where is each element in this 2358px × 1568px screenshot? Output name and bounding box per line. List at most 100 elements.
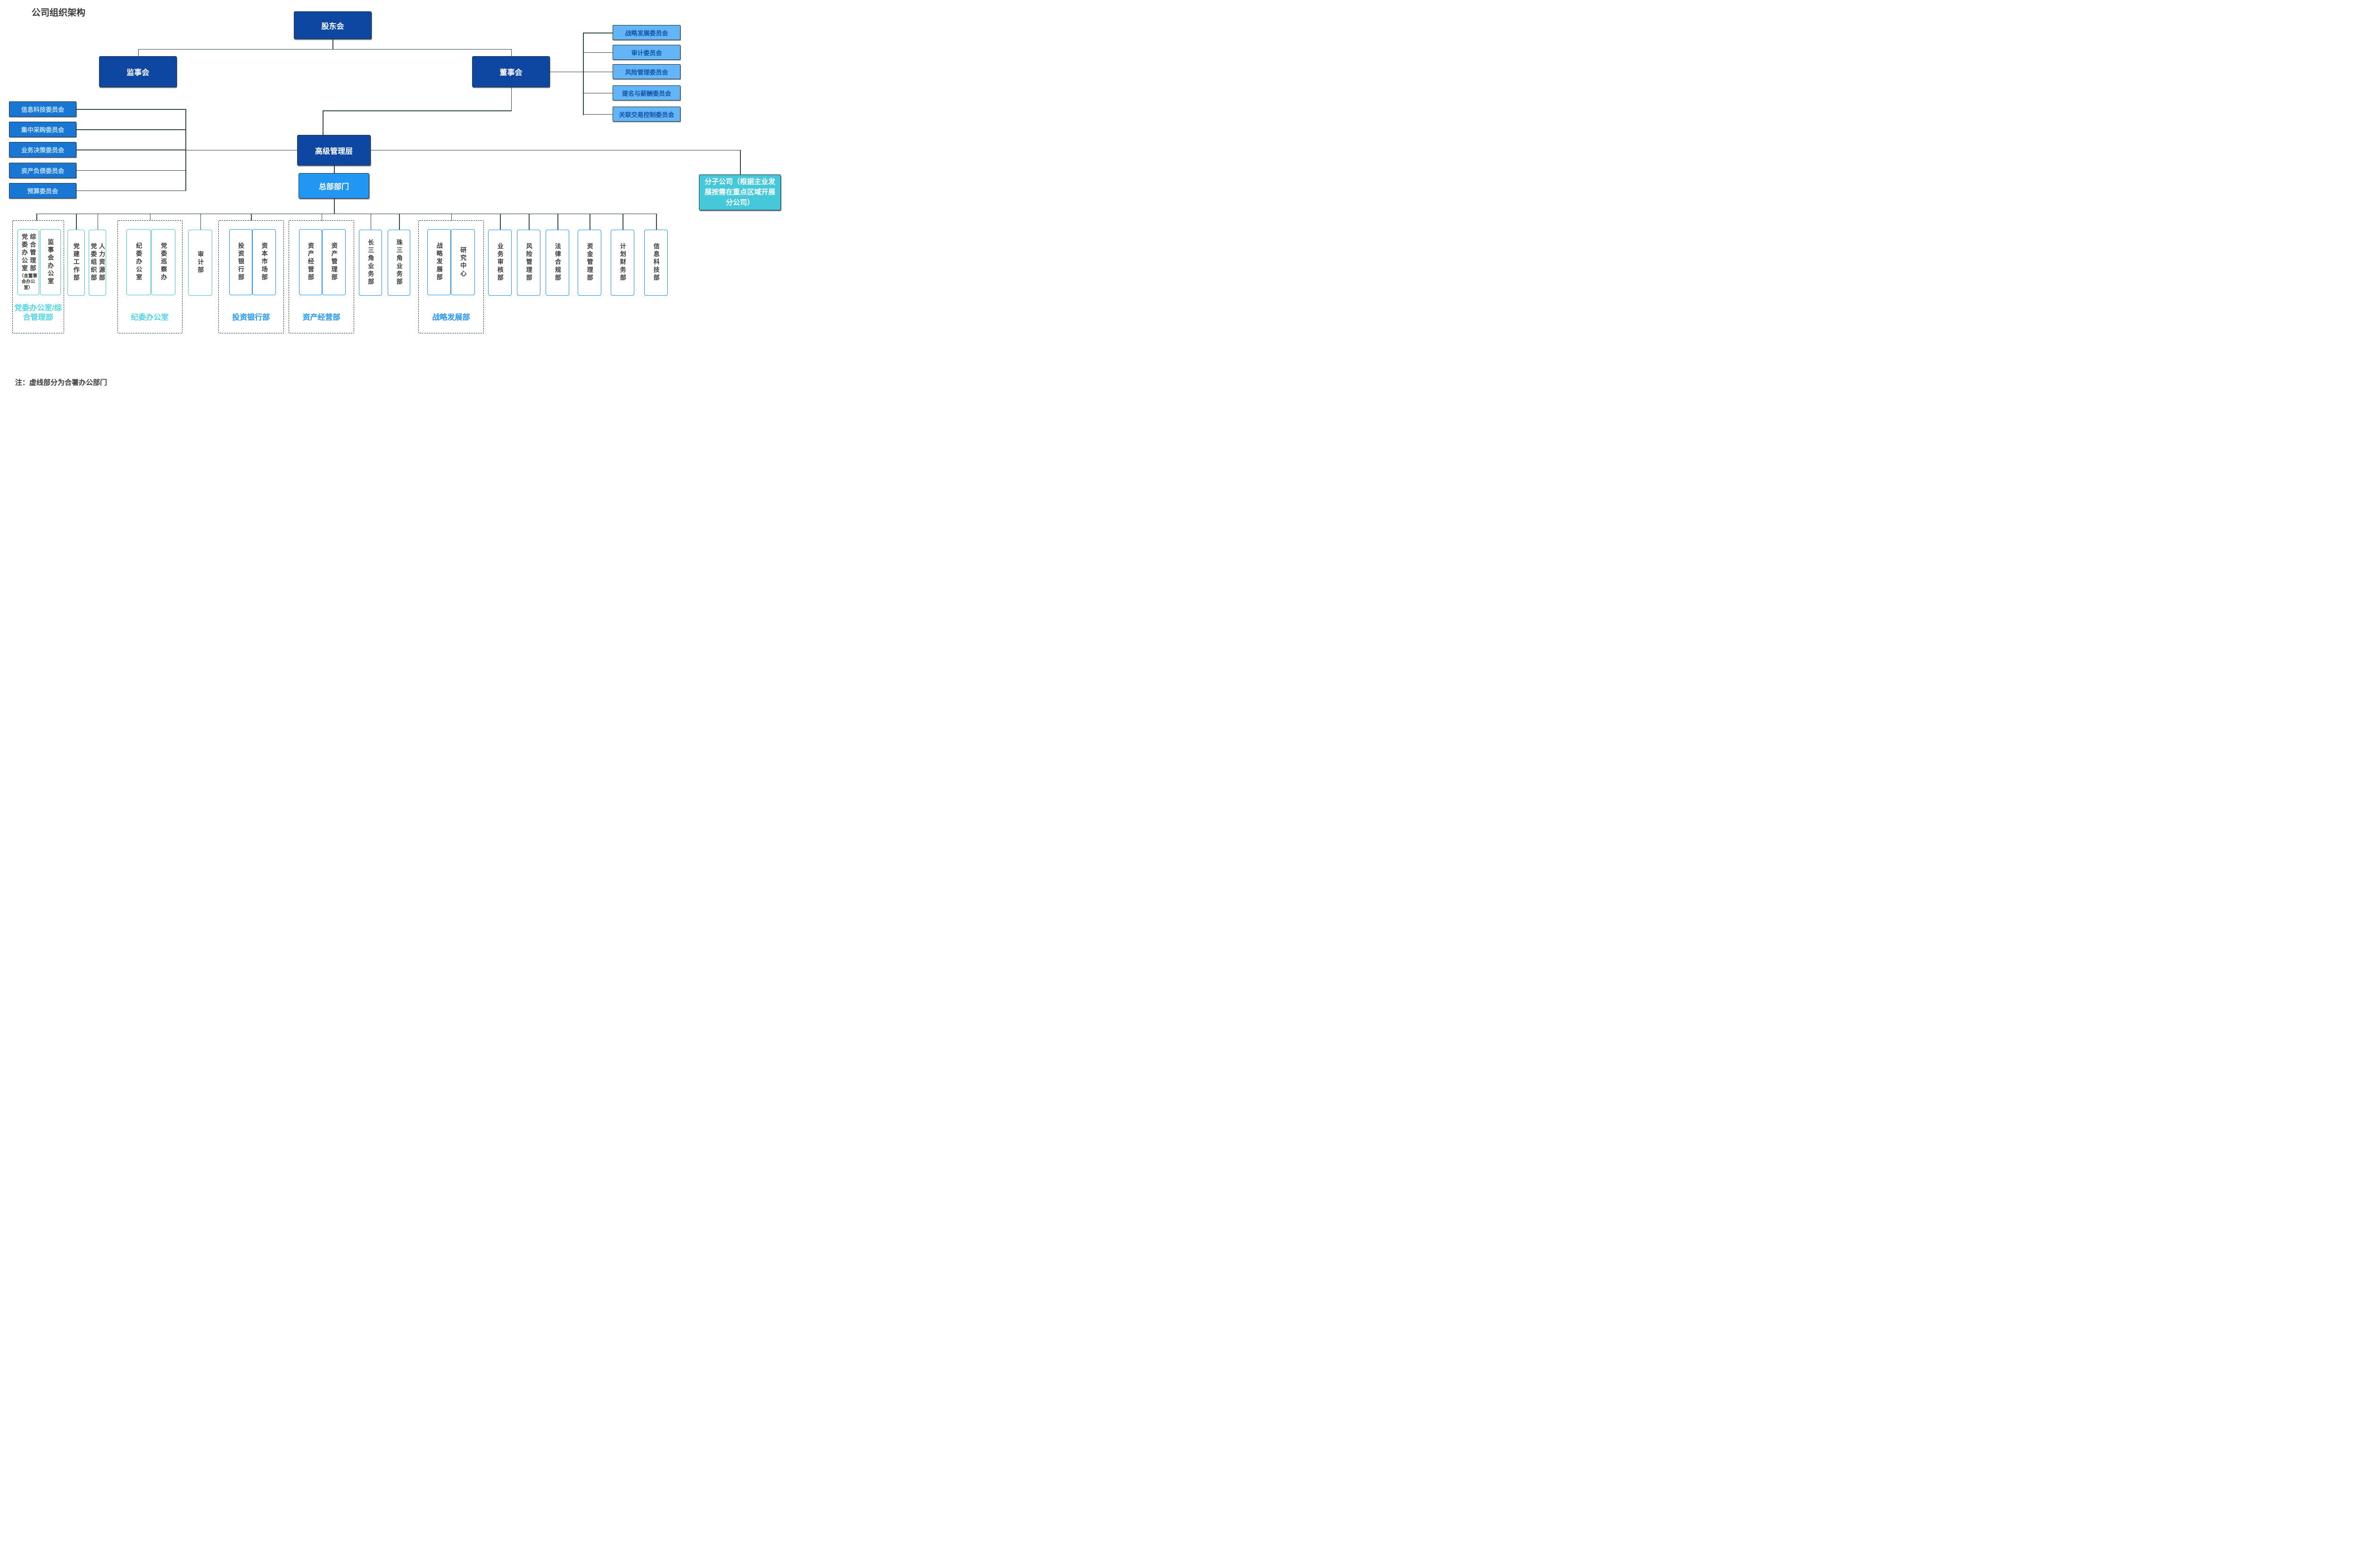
dept-label: 资金管理部: [586, 243, 593, 282]
connector-line: [656, 213, 657, 230]
connector-line: [323, 110, 512, 111]
dept-box: 资本市场部: [252, 229, 276, 295]
dept-group-label: 战略发展部: [432, 314, 470, 322]
connector-line: [200, 213, 201, 230]
dept-group: 战略发展部研究中心战略发展部: [418, 220, 484, 333]
dept-group: 资产经营部资产管理部资产经营部: [289, 220, 354, 333]
dept-box: 珠三角业务部: [388, 230, 410, 296]
connector-line: [451, 213, 452, 221]
dept-box-note: （含董事会办公室）: [19, 274, 37, 290]
page-title: 公司组织架构: [32, 8, 86, 18]
dept-box: 党委组织部人力资源部: [89, 230, 106, 296]
connector-line: [251, 213, 252, 221]
dept-box: 纪委办公室: [126, 229, 151, 295]
dept-box: 法律合规部: [546, 230, 569, 296]
dept-box: 研究中心: [451, 229, 475, 295]
dept-box: 计划财务部: [611, 230, 634, 296]
dept-label: 党委巡察办: [160, 242, 167, 282]
dept-box: 党委巡察办: [151, 229, 175, 295]
board-committee-item: 风险管理委员会: [613, 64, 681, 79]
footnote: 注：虚线部分为合署办公部门: [15, 379, 108, 387]
connector-line: [583, 114, 613, 115]
management-committee-item: 资产负债委员会: [9, 162, 76, 178]
board-committee-item: 提名与薪酬委员会: [613, 85, 681, 100]
connector-line: [76, 149, 185, 150]
dept-label: 投资银行部: [237, 242, 245, 282]
connector-line: [583, 52, 613, 53]
dept-label: 法律合规部: [554, 243, 561, 282]
connector-line: [529, 213, 530, 230]
dept-group-label: 投资银行部: [232, 314, 270, 322]
dept-box: 投资银行部: [229, 229, 252, 295]
management-committee-item: 业务决策委员会: [9, 142, 76, 158]
dept-label: 战略发展部: [435, 242, 443, 282]
connector-line: [138, 49, 512, 50]
dept-box: 监事会办公室: [40, 229, 61, 295]
node-shareholders-meeting: 股东会: [294, 11, 372, 39]
connector-line: [36, 213, 657, 214]
node-board-of-directors: 董事会: [472, 56, 550, 87]
dept-box: 业务审核部: [488, 230, 512, 296]
dept-label: 业务审核部: [496, 243, 504, 282]
connector-line: [371, 149, 740, 150]
management-committee-item: 预算委员会: [9, 183, 76, 199]
dept-group: 投资银行部资本市场部投资银行部: [218, 220, 284, 333]
board-committee-item: 战略发展委员会: [613, 25, 681, 40]
connector-line: [500, 213, 501, 230]
board-committee-item: 关联交易控制委员会: [613, 107, 681, 122]
dept-label: 党委组织部人力资源部: [90, 243, 106, 282]
dept-label: 党委办公室综合管理部: [21, 233, 36, 273]
dept-box: 资产经营部: [299, 229, 322, 295]
connector-line: [583, 33, 584, 115]
connector-line: [557, 213, 558, 230]
dept-label: 资产管理部: [330, 242, 338, 282]
connector-line: [370, 213, 371, 230]
dept-box: 资产管理部: [322, 229, 346, 295]
connector-line: [332, 39, 333, 49]
connector-line: [138, 49, 139, 57]
dept-box: 党委办公室综合管理部（含董事会办公室）: [17, 229, 39, 295]
connector-line: [511, 87, 512, 111]
connector-line: [583, 71, 613, 72]
connector-line: [321, 213, 322, 221]
dept-group: 党委办公室综合管理部（含董事会办公室） 监事会办公室党委办公室/综合管理部: [12, 220, 64, 333]
dept-box: 党建工作部: [67, 230, 85, 296]
connector-line: [399, 213, 400, 230]
org-chart-canvas: 公司组织架构 股东会 监事会 董事会 高级管理层 总部部门 分子公司（根据主业发…: [0, 0, 783, 392]
node-subsidiaries: 分子公司（根据主业发展按需在重点区域开展分公司）: [699, 174, 781, 210]
dept-label: 审计部: [197, 251, 204, 274]
dept-group-label: 党委办公室/综合管理部: [14, 304, 62, 322]
dept-label: 纪委办公室: [135, 242, 142, 282]
connector-line: [550, 71, 583, 72]
dept-label: 研究中心: [459, 246, 467, 278]
connector-line: [76, 129, 185, 130]
connector-line: [334, 166, 335, 174]
connector-line: [334, 199, 335, 214]
connector-line: [97, 213, 98, 230]
node-board-of-supervisors: 监事会: [99, 56, 177, 87]
dept-box: 信息科技部: [644, 230, 668, 296]
connector-line: [185, 149, 298, 150]
connector-line: [323, 110, 324, 136]
connector-line: [511, 49, 512, 57]
dept-label: 计划财务部: [619, 243, 626, 282]
connector-line: [740, 149, 741, 175]
dept-box: 审计部: [188, 230, 212, 296]
connector-line: [76, 109, 185, 110]
dept-label: 资本市场部: [260, 242, 268, 282]
dept-label: 信息科技部: [652, 243, 660, 282]
dept-group: 纪委办公室党委巡察办纪委办公室: [117, 220, 183, 333]
dept-box: 资金管理部: [578, 230, 601, 296]
dept-label: 监事会办公室: [47, 239, 54, 286]
dept-label: 资产经营部: [307, 242, 315, 282]
dept-box: 战略发展部: [427, 229, 451, 295]
connector-line: [36, 213, 37, 221]
dept-group-label: 资产经营部: [302, 314, 340, 322]
connector-line: [76, 170, 185, 171]
management-committee-item: 集中采购委员会: [9, 122, 76, 137]
dept-group-label: 纪委办公室: [131, 314, 169, 322]
dept-box: 风险管理部: [517, 230, 540, 296]
connector-line: [583, 92, 613, 93]
dept-box: 长三角业务部: [359, 230, 382, 296]
board-committee-item: 审计委员会: [613, 45, 681, 60]
